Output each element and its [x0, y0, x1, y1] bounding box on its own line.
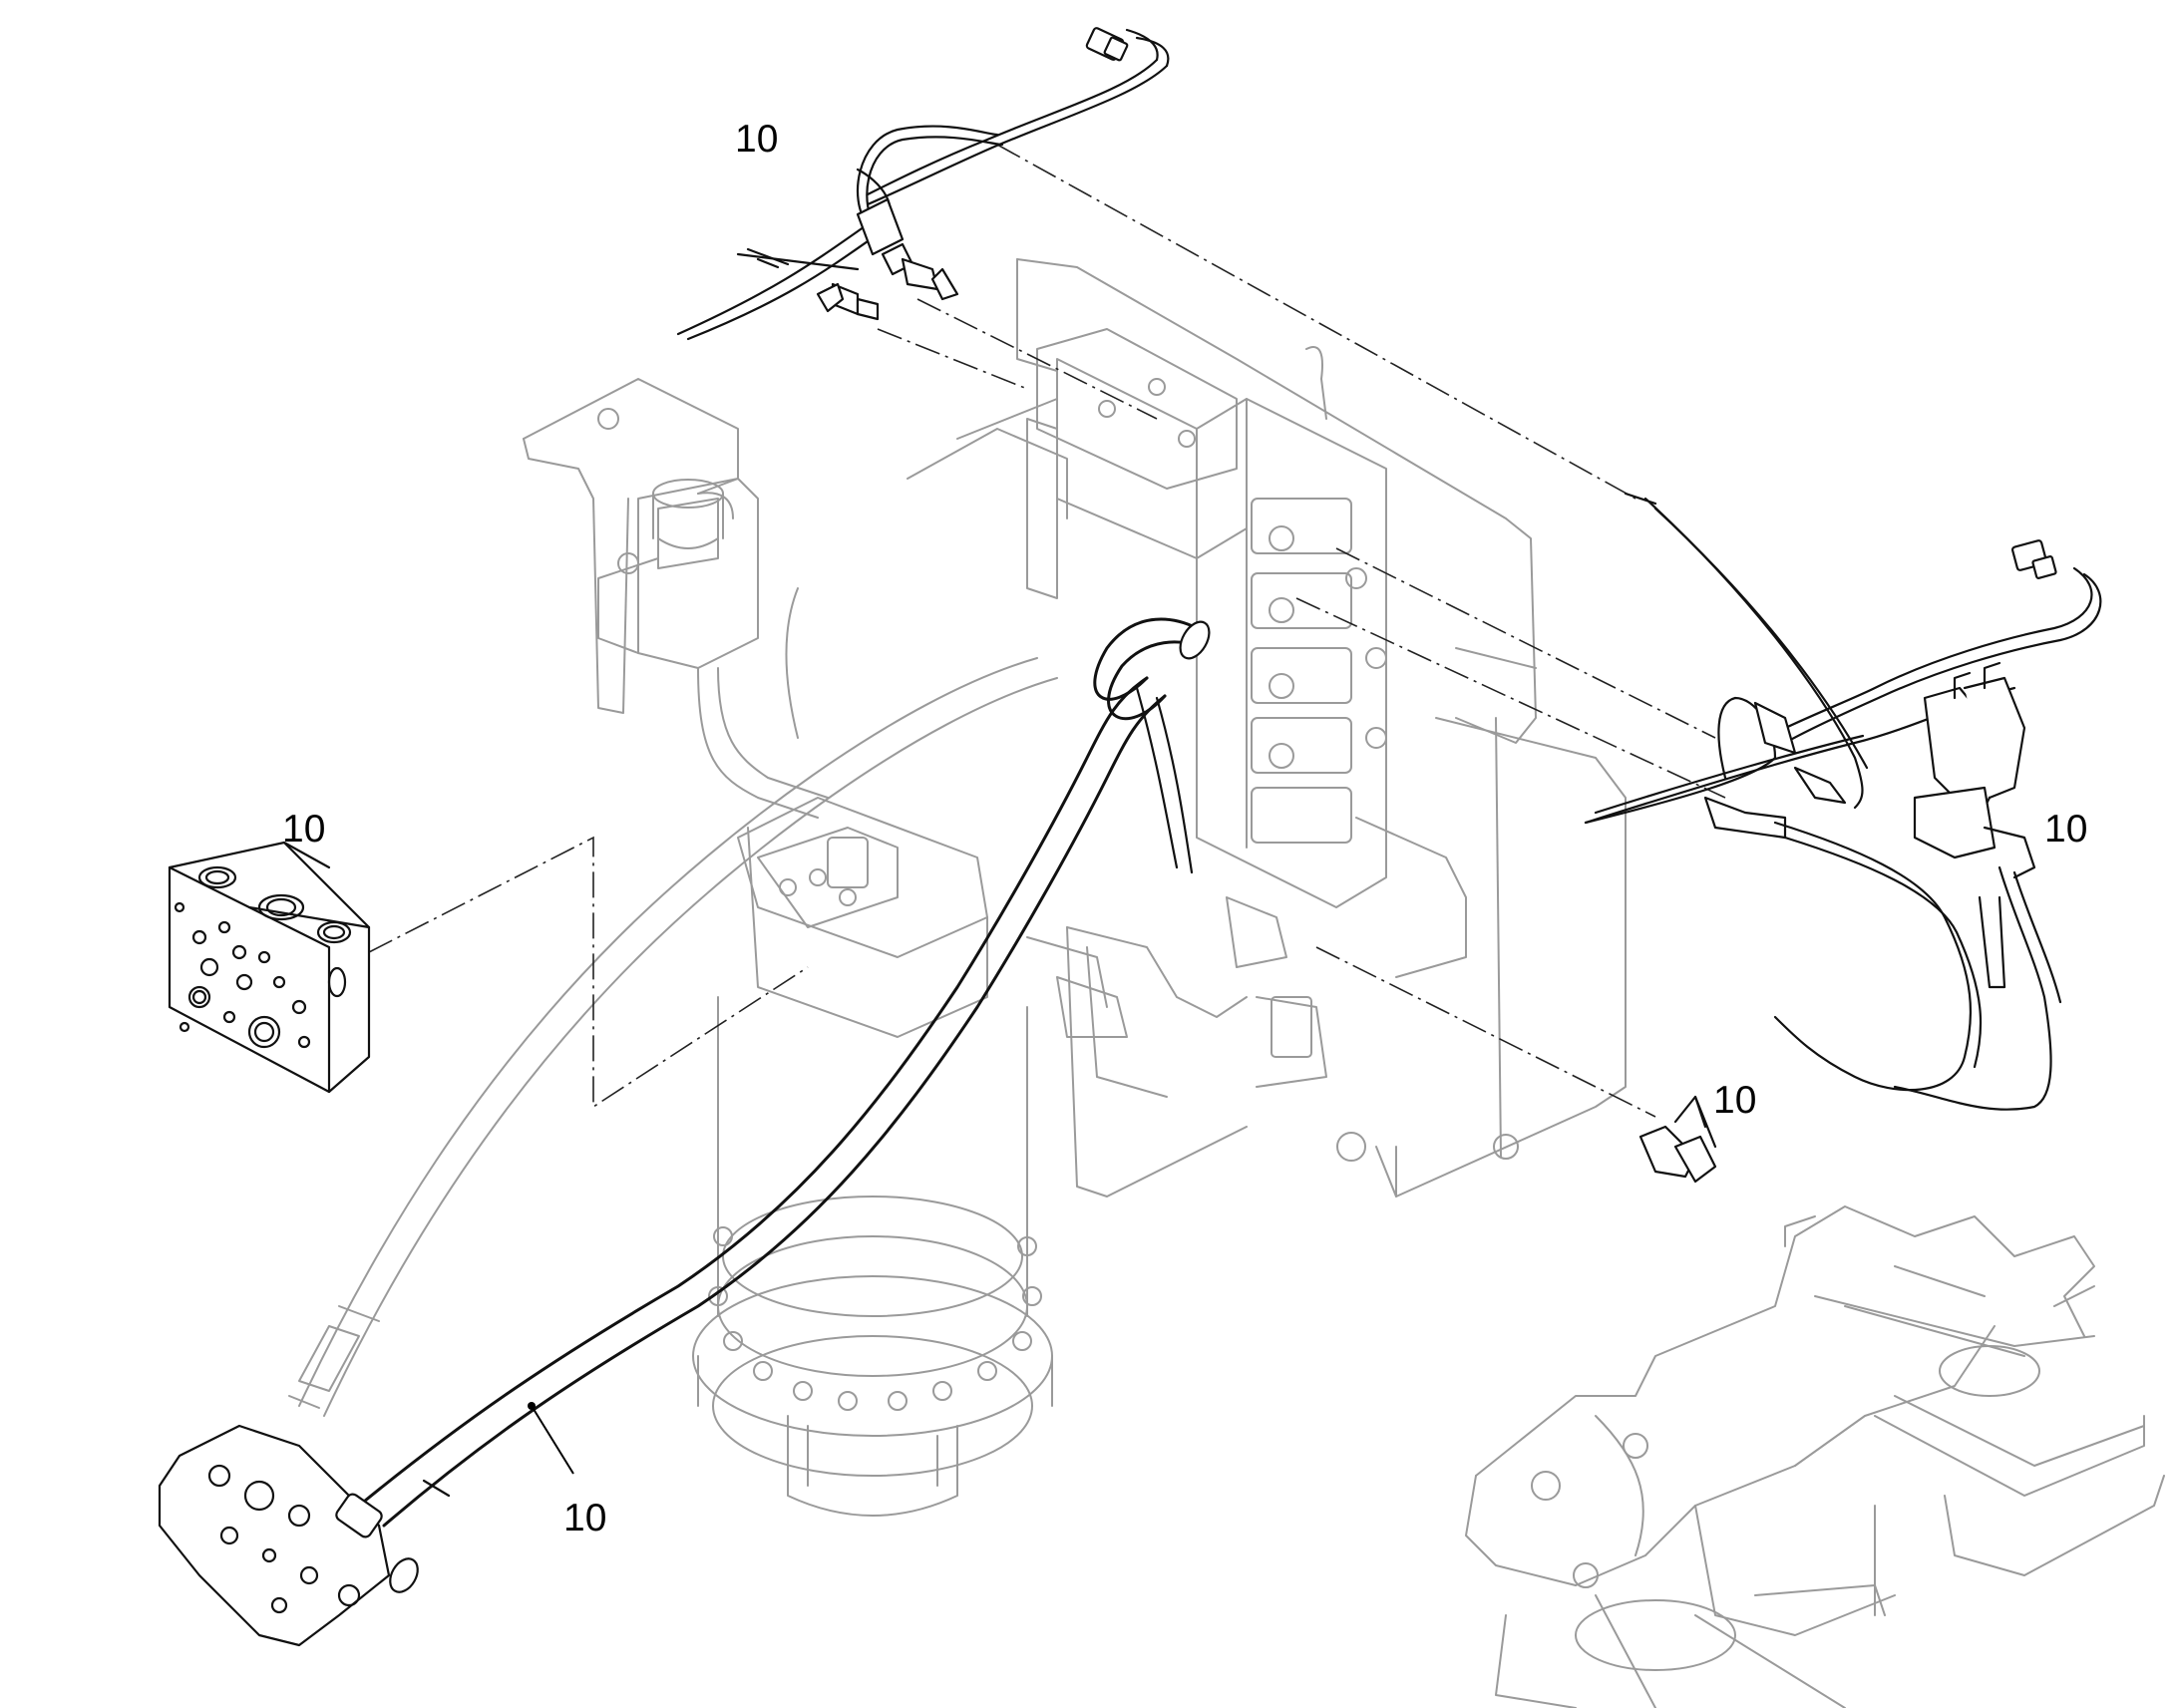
control-valve-assembly — [907, 258, 1627, 1197]
filter-housing — [523, 378, 829, 819]
quick-coupler-plug[interactable] — [1638, 1095, 1717, 1184]
callout-valve-block: 10 — [282, 808, 325, 851]
assembly-leader-lines — [368, 144, 1726, 1118]
swing-motor — [692, 797, 1053, 1517]
callout-hose: 10 — [563, 1497, 606, 1539]
spool-blocks — [1251, 498, 1387, 844]
callout-right-harness: 10 — [2044, 808, 2087, 851]
pilot-hose-gray — [288, 657, 1058, 1417]
motor-bolts — [708, 1226, 1042, 1411]
hydraulic-hose[interactable] — [158, 617, 1215, 1647]
valve-block[interactable] — [168, 841, 371, 1094]
top-pressure-sensor-harness[interactable] — [676, 27, 1170, 341]
hose-callout-leader — [531, 1405, 574, 1475]
hose-callout-dot — [528, 1402, 536, 1410]
callout-top-harness: 10 — [735, 118, 778, 161]
upper-frame — [1465, 1205, 2165, 1708]
callout-plug: 10 — [1713, 1079, 1756, 1122]
right-pressure-sensor-harness[interactable] — [1584, 492, 2102, 1111]
